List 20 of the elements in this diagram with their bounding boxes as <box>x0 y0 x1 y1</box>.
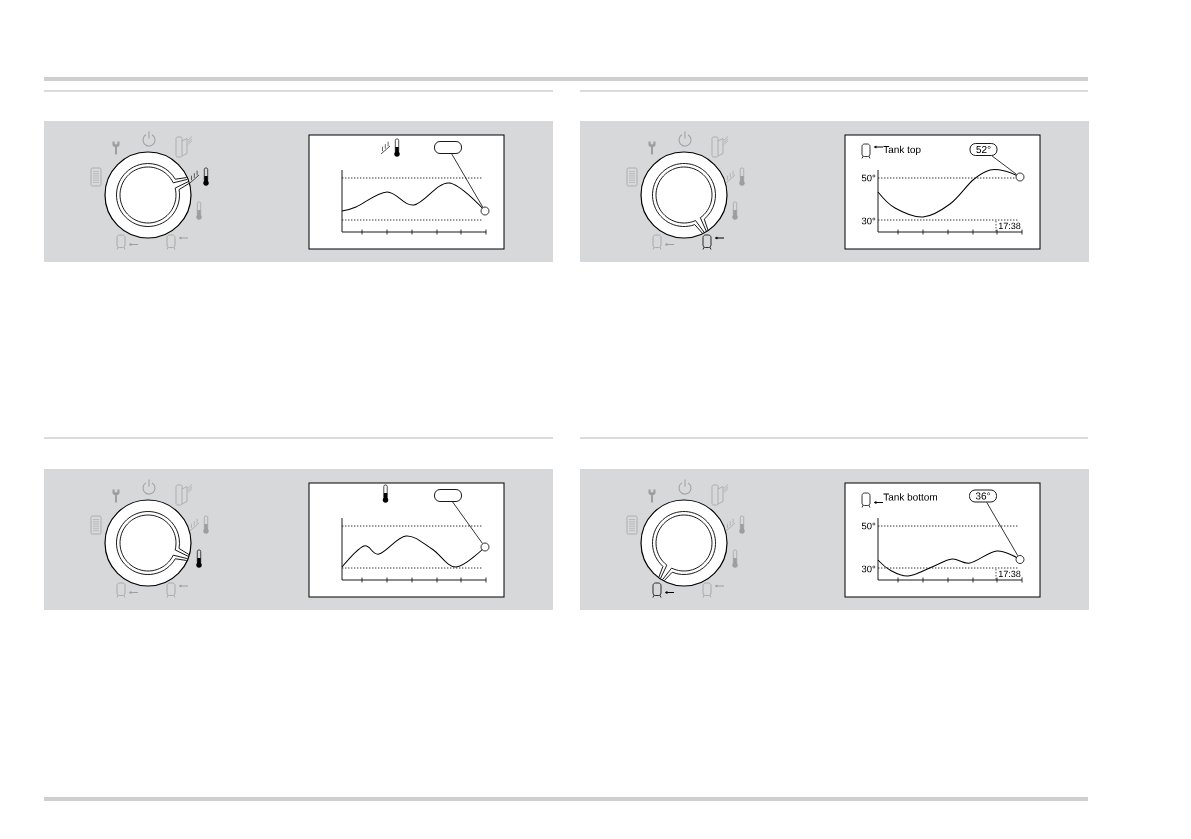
value-bubble: 52° <box>969 143 998 156</box>
leader-line <box>986 502 1019 557</box>
time-label: 17:38 <box>999 222 1021 230</box>
time-label: 17:38 <box>999 570 1021 578</box>
axis-label: 30° <box>861 565 876 573</box>
point-marker <box>480 542 490 552</box>
value-bubble: 36° <box>969 489 997 503</box>
leader-line <box>452 501 483 544</box>
value-bubble <box>434 141 462 154</box>
screen-title: Tank bottom <box>883 493 937 501</box>
screen-title: Tank top <box>883 145 921 156</box>
axis-label: 50° <box>861 522 876 530</box>
axis-label: 50° <box>861 174 876 182</box>
point-marker <box>480 206 490 216</box>
leader-line <box>991 155 1017 175</box>
value-bubble <box>434 489 462 502</box>
point-marker <box>1015 172 1025 182</box>
point-marker <box>1015 555 1025 564</box>
axis-label: 30° <box>861 217 876 225</box>
leader-line <box>451 153 484 208</box>
